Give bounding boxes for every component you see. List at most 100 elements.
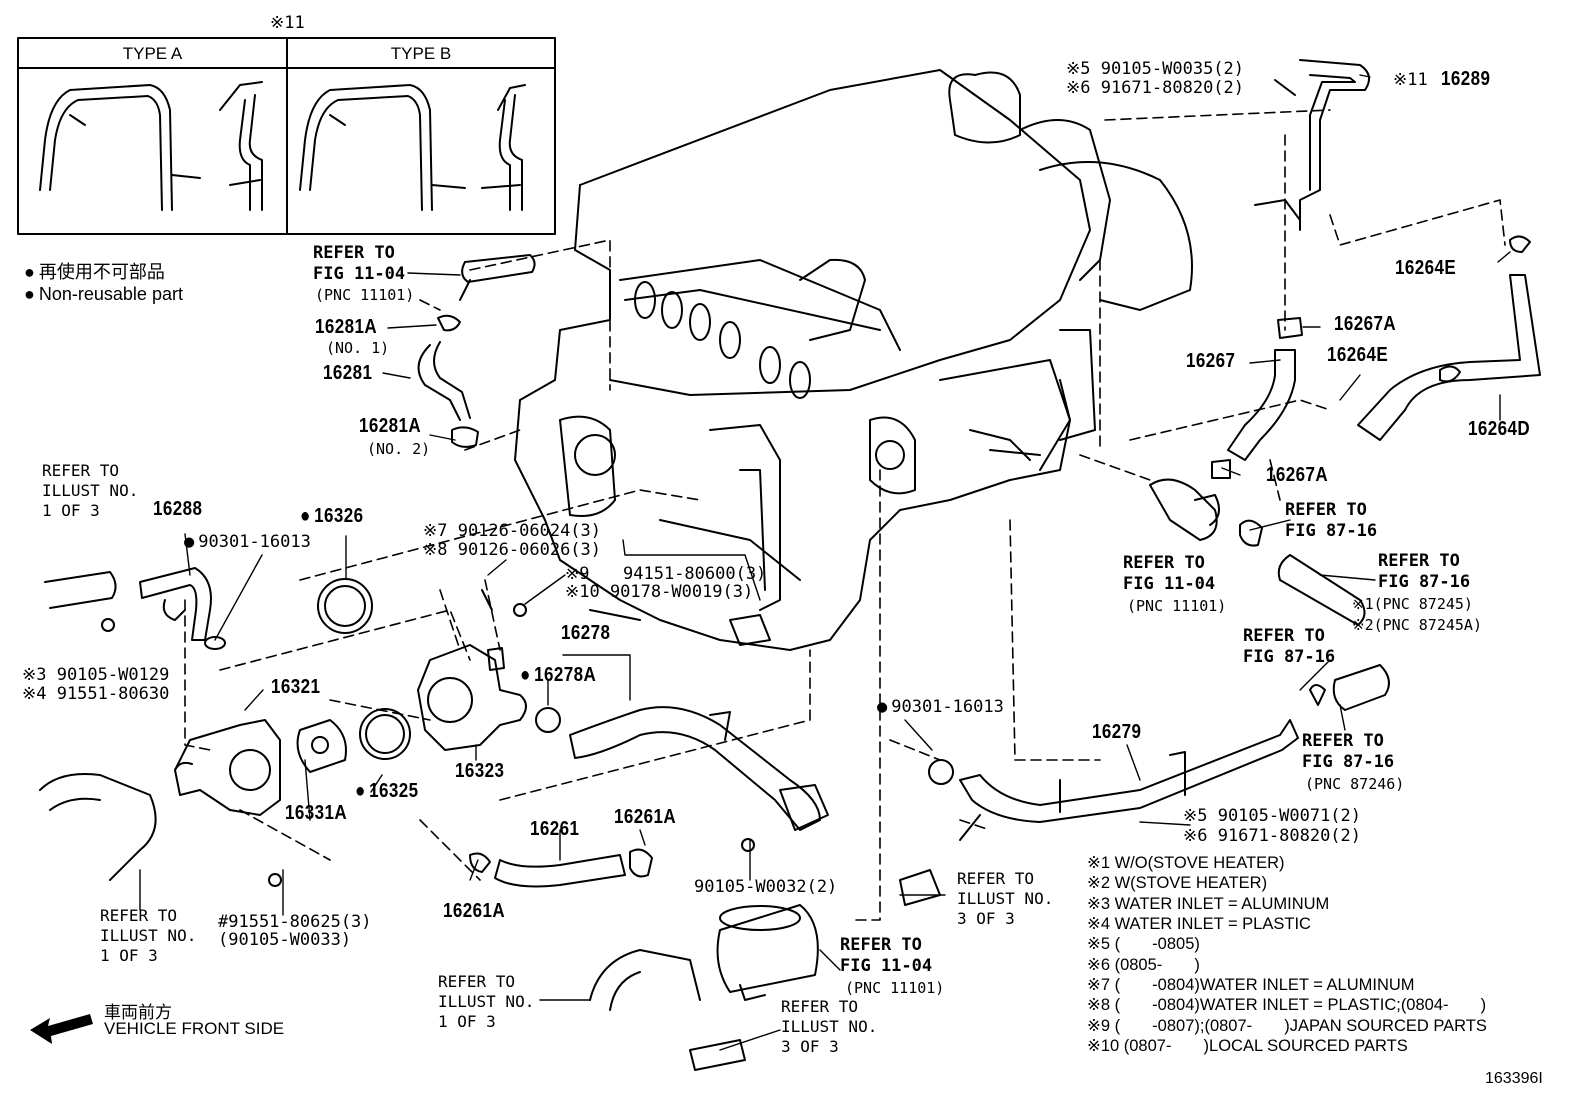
bolt-7: ※7 90126-06024(3): [423, 521, 602, 541]
part-16278: 16278: [561, 622, 611, 644]
pipe-16279: [928, 719, 1299, 841]
leader-lines: [139, 74, 1511, 1051]
pipe-16289: [1254, 59, 1370, 231]
part-16281A-1: 16281A: [315, 316, 378, 338]
bolt-5b: ※5 90105-W0071(2): [1183, 806, 1362, 826]
note-8: ※8 ( -0804)WATER INLET = PLASTIC;(0804- …: [1087, 996, 1487, 1014]
part-16267A-b: 16267A: [1266, 464, 1329, 486]
pipe-16288: [101, 567, 226, 650]
part-16288: 16288: [153, 498, 203, 520]
hose-87245: [1239, 519, 1390, 711]
type-a-pipe-sketch: [39, 81, 263, 211]
refer-fig-11-04-bottom: REFER TO FIG 11-04: [840, 935, 933, 976]
refer-fig-87-16-b: REFER TO FIG 87-16: [1378, 551, 1471, 592]
refer-fig-87-16-c: REFER TO FIG 87-16: [1243, 626, 1336, 667]
type-b-header: TYPE B: [390, 44, 452, 63]
water-outlet-pipe-11101: [1149, 478, 1220, 541]
refer-illust-1-left: REFER TO ILLUST NO. 1 OF 3: [42, 461, 139, 520]
part-16289: 16289: [1441, 68, 1491, 90]
refer-fig-11-04-top: REFER TO FIG 11-04: [313, 243, 406, 284]
hose-16261: [469, 848, 653, 888]
hose-16278: [569, 706, 829, 852]
note-2: ※2 W(STOVE HEATER): [1087, 874, 1268, 892]
part-16264E-a: 16264E: [1395, 257, 1457, 279]
bolt-4: ※4 91551-80630: [22, 684, 170, 704]
part-16264E-b: 16264E: [1327, 344, 1389, 366]
vehicle-front-en: VEHICLE FRONT SIDE: [104, 1019, 285, 1038]
water-inlet-16321: [174, 719, 282, 887]
top-bolt-line-1: ※5 90105-W0035(2): [1066, 59, 1245, 79]
part-16261A-a: 16261A: [614, 806, 677, 828]
refer-illust-1-bottom: REFER TO ILLUST NO. 1 OF 3: [438, 972, 535, 1031]
refer-fig-87-16-d: REFER TO FIG 87-16: [1302, 731, 1395, 772]
part-91551-80625: #91551-80625(3): [218, 912, 372, 932]
note-7: ※7 ( -0804)WATER INLET = ALUMINUM: [1087, 976, 1415, 994]
part-16323: 16323: [455, 760, 505, 782]
figure-id: 163396I: [1485, 1070, 1543, 1087]
refer-fig-87-16-d-pnc: (PNC 87246): [1305, 775, 1405, 793]
note-3: ※3 WATER INLET = ALUMINUM: [1087, 895, 1330, 913]
part-16281A-2: 16281A: [359, 415, 422, 437]
part-90105-W0033: (90105-W0033): [218, 930, 352, 950]
part-16261A-b: 16261A: [443, 900, 506, 922]
refer-fig-11-04-right-pnc: (PNC 11101): [1127, 597, 1227, 615]
note-4: ※4 WATER INLET = PLASTIC: [1087, 915, 1311, 933]
refer-fig-11-04-bottom-pnc: (PNC 11101): [845, 979, 945, 997]
part-16331A: 16331A: [285, 802, 348, 824]
dashed-guide-lines: [184, 109, 1506, 921]
hose-bottom-refer: [589, 869, 941, 1071]
refer-fig-11-04-right: REFER TO FIG 11-04: [1123, 553, 1216, 594]
refer-fig-11-04-top-pnc: (PNC 11101): [315, 286, 415, 304]
refer-fig-87-16-b-note2: ※2(PNC 87245A): [1352, 616, 1482, 634]
note-6: ※6 (0805- ): [1087, 956, 1200, 974]
type-box-mark: ※11: [270, 13, 305, 33]
bolt-10: ※10 90178-W0019(3): [565, 582, 754, 602]
thermostat-16331A: [296, 708, 411, 773]
part-16281A-1-sub: (NO. 1): [326, 339, 390, 357]
refer-fig-87-16-a: REFER TO FIG 87-16: [1285, 500, 1378, 541]
vehicle-front-arrow: [30, 1014, 93, 1044]
part-16289-mark: ※11: [1393, 70, 1428, 90]
refer-fig-87-16-b-note1: ※1(PNC 87245): [1352, 595, 1473, 613]
part-16261: 16261: [530, 818, 580, 840]
water-inlet-housing-16323: [417, 589, 561, 751]
hose-16281: [417, 254, 536, 448]
part-16326: 16326: [300, 505, 364, 528]
hose-16264D: [1357, 235, 1541, 441]
part-16325: 16325: [355, 780, 419, 803]
hose-left-refer: [39, 571, 157, 881]
part-16321: 16321: [271, 676, 321, 698]
part-90301-16013-b: 90301-16013: [877, 698, 1004, 717]
top-bolt-line-2: ※6 91671-80820(2): [1066, 78, 1245, 98]
note-1: ※1 W/O(STOVE HEATER): [1087, 854, 1285, 872]
legend-line-en: Non-reusable part: [24, 284, 183, 305]
part-16279: 16279: [1092, 721, 1142, 743]
bolt-6b: ※6 91671-80820(2): [1183, 826, 1362, 846]
engine-block-outline: [514, 69, 1091, 651]
part-16278A: 16278A: [520, 664, 596, 687]
part-90301-16013-a: 90301-16013: [184, 533, 311, 552]
part-90105-W0032: 90105-W0032(2): [694, 877, 838, 897]
part-16281: 16281: [323, 362, 373, 384]
refer-illust-3-mid: REFER TO ILLUST NO. 3 OF 3: [957, 869, 1054, 928]
bolt-8: ※8 90126-06026(3): [423, 540, 602, 560]
part-16267: 16267: [1186, 350, 1236, 372]
part-16281A-2-sub: (NO. 2): [367, 440, 431, 458]
type-b-pipe-sketch: [299, 84, 526, 211]
part-16264D: 16264D: [1468, 418, 1531, 440]
gasket-16326: [317, 578, 373, 634]
note-9: ※9 ( -0807);(0807- )JAPAN SOURCED PARTS: [1087, 1017, 1487, 1035]
turbo-outline: [948, 71, 1193, 441]
refer-illust-3-bottom: REFER TO ILLUST NO. 3 OF 3: [781, 997, 878, 1056]
vehicle-front-jp: 車両前方: [104, 1003, 172, 1022]
type-a-header: TYPE A: [122, 44, 183, 63]
bolt-3: ※3 90105-W0129: [22, 665, 170, 685]
note-10: ※10 (0807- )LOCAL SOURCED PARTS: [1087, 1037, 1408, 1055]
part-16267A-a: 16267A: [1334, 313, 1397, 335]
hose-16267: [1211, 317, 1303, 479]
water-outlet-11101-bottom: [716, 904, 819, 1001]
part-94151-80600: 94151-80600(3): [623, 564, 767, 584]
bolt-9: ※9: [565, 564, 590, 584]
